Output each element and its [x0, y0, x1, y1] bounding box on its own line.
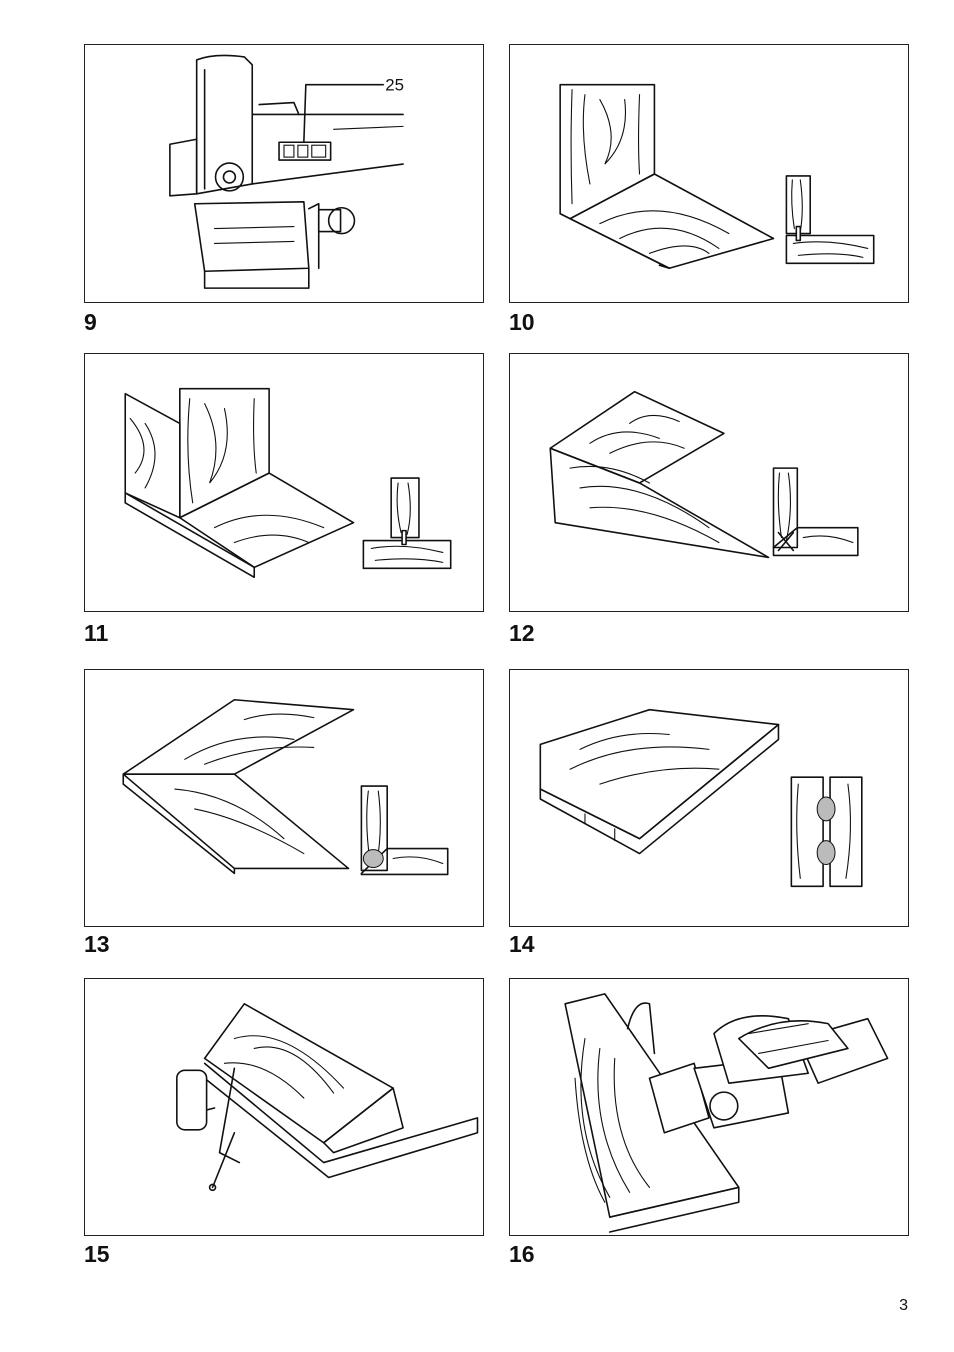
figure-16-number: 16 [509, 1243, 535, 1266]
figure-15-illustration [84, 978, 484, 1236]
figure-10-number: 10 [509, 311, 535, 334]
page-number: 3 [899, 1297, 908, 1315]
clamped-board-drawing [85, 979, 483, 1235]
corner-joint-wood-drawing [510, 45, 908, 302]
figure-9-number: 9 [84, 311, 97, 334]
figure-15-number: 15 [84, 1243, 110, 1266]
figure-14-illustration [509, 669, 909, 927]
figure-16-illustration [509, 978, 909, 1236]
figure-10-illustration [509, 44, 909, 303]
figure-12-illustration [509, 353, 909, 612]
figure-11-illustration [84, 353, 484, 612]
miter-joint-biscuit-drawing [85, 670, 483, 926]
tool-fence-scale-drawing: 25 [85, 45, 483, 302]
figure-14-number: 14 [509, 933, 535, 956]
miter-joint-wood-drawing [510, 354, 908, 611]
figure-9-illustration: 25 [84, 44, 484, 303]
figure-13-illustration [84, 669, 484, 927]
figure-13-number: 13 [84, 933, 110, 956]
figure-12-number: 12 [509, 622, 535, 645]
callout-25: 25 [385, 76, 404, 95]
biscuit-joiner-in-use-drawing [510, 979, 908, 1235]
t-joint-wood-drawing [85, 354, 483, 611]
figure-11-number: 11 [84, 622, 108, 645]
edge-joint-biscuit-drawing [510, 670, 908, 926]
